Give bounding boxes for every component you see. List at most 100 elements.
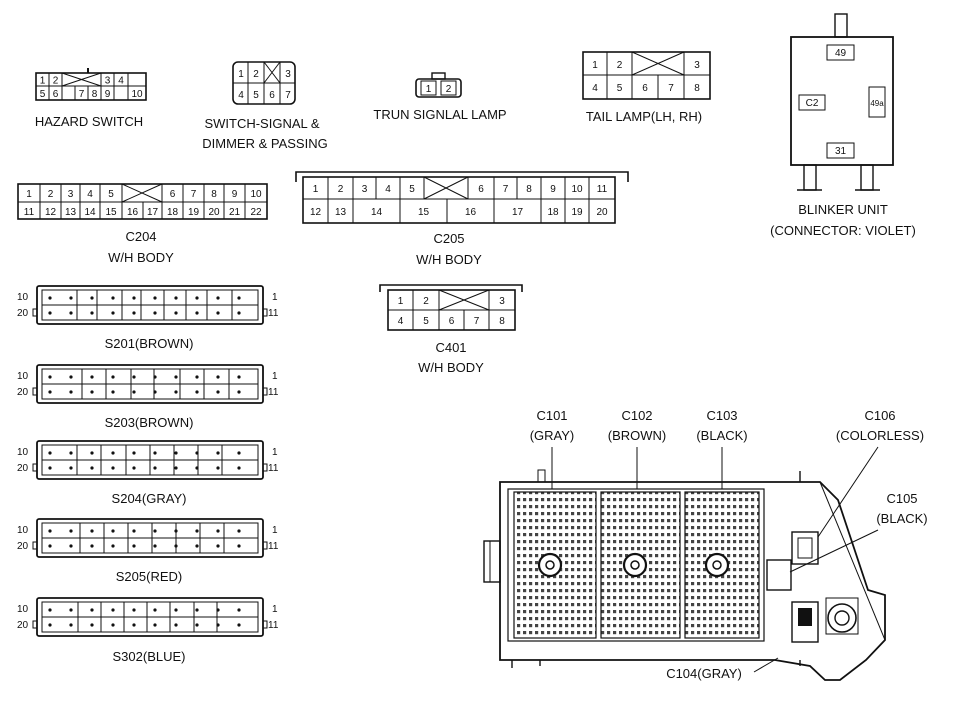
s-connector-3-pin: [48, 466, 52, 470]
s-connector-5-pin: [69, 623, 73, 627]
tail-lamp-pin-4: 4: [592, 83, 598, 94]
s-connector-5-pin: [174, 623, 178, 627]
c205-pin-7: 7: [503, 184, 509, 195]
s-connector-4-pin: [111, 544, 115, 548]
s-connector-2-pin: [237, 375, 241, 379]
c204-pin-21: 21: [229, 207, 241, 218]
c105-label-name: C105: [886, 491, 917, 506]
c102-label-name: C102: [621, 408, 652, 423]
s-connector-2-pin: [132, 375, 136, 379]
s-connector-5-label: S302(BLUE): [113, 649, 186, 664]
s-connector-3-pin: [111, 451, 115, 455]
s-connector-3-pin: [69, 466, 73, 470]
s-connector-1-pin: [195, 311, 199, 315]
s-connector-5-pin: [132, 623, 136, 627]
hazard-pin-9: 9: [105, 89, 111, 100]
c105-label-color: (BLACK): [876, 511, 927, 526]
s-connector-1-label: S201(BROWN): [105, 336, 194, 351]
c204-pin-14: 14: [84, 207, 96, 218]
s-connector-2-pin: [48, 390, 52, 394]
s-connector-1-pin: [111, 311, 115, 315]
c204-pin-20: 20: [208, 207, 220, 218]
s-connector-3-pin-label-right-bottom: 11: [268, 463, 279, 474]
c205-pin-1: 1: [313, 184, 319, 195]
hazard-pin-1: 1: [40, 76, 46, 87]
s-connector-5-pin: [174, 608, 178, 612]
s-connector-4-pin-label-left-top: 10: [17, 525, 29, 536]
c401-pin-4: 4: [398, 316, 404, 327]
s-connector-2-label: S203(BROWN): [105, 415, 194, 430]
s-connector-5-pin: [237, 623, 241, 627]
s-connector-3-pin: [132, 466, 136, 470]
s-connector-5-pin: [69, 608, 73, 612]
s-connector-2-pin: [69, 375, 73, 379]
hazard-pin-4: 4: [118, 76, 124, 87]
s-connector-4-pin: [216, 544, 220, 548]
s-connector-1-pin: [153, 311, 157, 315]
c204-pin-9: 9: [232, 189, 238, 200]
c401-pin-5: 5: [423, 316, 429, 327]
s-connector-5-pin: [237, 608, 241, 612]
c401-label-line1: C401: [435, 340, 466, 355]
s-connector-4-latch-right: [262, 541, 268, 550]
c204-pin-11: 11: [24, 207, 35, 218]
c205-pin-15: 15: [418, 207, 430, 218]
c204-pin-12: 12: [45, 207, 57, 218]
c205-pin-14: 14: [371, 207, 383, 218]
c205-label-line1: C205: [433, 231, 464, 246]
c401-pin-3: 3: [499, 296, 505, 307]
s-connector-5-pin: [195, 623, 199, 627]
c204-pin-18: 18: [167, 207, 179, 218]
s-connector-3-pin: [69, 451, 73, 455]
s-connector-3-latch-right: [262, 463, 268, 472]
c401-connector: 1 2 3 4 5 6 7 8: [379, 284, 523, 331]
switch-signal-label-line2: DIMMER & PASSING: [202, 136, 327, 151]
s-connector-2-pin: [174, 375, 178, 379]
s-connector-1-pin: [216, 296, 220, 300]
s-connector-1-pin: [69, 311, 73, 315]
c401-label-line2: W/H BODY: [418, 360, 484, 375]
s-connector-4-label: S205(RED): [116, 569, 182, 584]
c205-label-line2: W/H BODY: [416, 252, 482, 267]
s-connector-1-pin: [153, 296, 157, 300]
c205-pin-4: 4: [385, 184, 391, 195]
switch-signal-pin-4: 4: [238, 90, 244, 101]
s-connector-4-pin: [132, 529, 136, 533]
c205-pin-11: 11: [597, 184, 608, 195]
c205-pin-6: 6: [478, 184, 484, 195]
c205-pin-9: 9: [550, 184, 556, 195]
s-connector-5-pin-label-right-bottom: 11: [268, 620, 279, 631]
tail-lamp-pin-6: 6: [642, 83, 648, 94]
blinker-pin-c2: C2: [806, 98, 819, 109]
s-connector-4-pin: [48, 544, 52, 548]
s-connector-2-pin: [111, 390, 115, 394]
c106-label-color: (COLORLESS): [836, 428, 924, 443]
turn-signal-pin-2: 2: [446, 84, 452, 95]
s-connectors: 1020111S201(BROWN)1020111S203(BROWN)1020…: [17, 285, 279, 664]
s-connector-3-pin: [216, 451, 220, 455]
s-connector-4-pin: [90, 544, 94, 548]
s-connector-4-latch-left: [32, 541, 38, 550]
s-connector-1-pin-label-left-bottom: 20: [17, 308, 29, 319]
c205-pin-5: 5: [409, 184, 415, 195]
s-connector-5-pin-label-left-bottom: 20: [17, 620, 29, 631]
hazard-pin-5: 5: [40, 89, 46, 100]
tail-lamp-pin-3: 3: [694, 60, 700, 71]
s-connector-4-pin: [90, 529, 94, 533]
s-connector-4-body: [36, 518, 264, 558]
c205-connector: 1 2 3 4 5 6 7 8 9 10 11 12 13 14 15 16 1…: [295, 171, 629, 224]
switch-signal-pin-1: 1: [238, 69, 244, 80]
c204-pin-22: 22: [250, 207, 262, 218]
c205-pin-10: 10: [571, 184, 583, 195]
s-connector-5-pin: [216, 608, 220, 612]
tail-lamp-pin-8: 8: [694, 83, 700, 94]
s-connector-1-pin: [90, 296, 94, 300]
c204-connector: 1 2 3 4 5 6 7 8 9 10 11 12 13 14 15 16 1…: [17, 183, 268, 220]
c204-pin-16: 16: [127, 207, 139, 218]
hazard-pin-7: 7: [79, 89, 85, 100]
c401-pin-1: 1: [398, 296, 404, 307]
s-connector-5-pin: [216, 623, 220, 627]
s-connector-3-pin: [216, 466, 220, 470]
blinker-unit-label-line1: BLINKER UNIT: [798, 202, 888, 217]
s-connector-4-pin: [111, 529, 115, 533]
